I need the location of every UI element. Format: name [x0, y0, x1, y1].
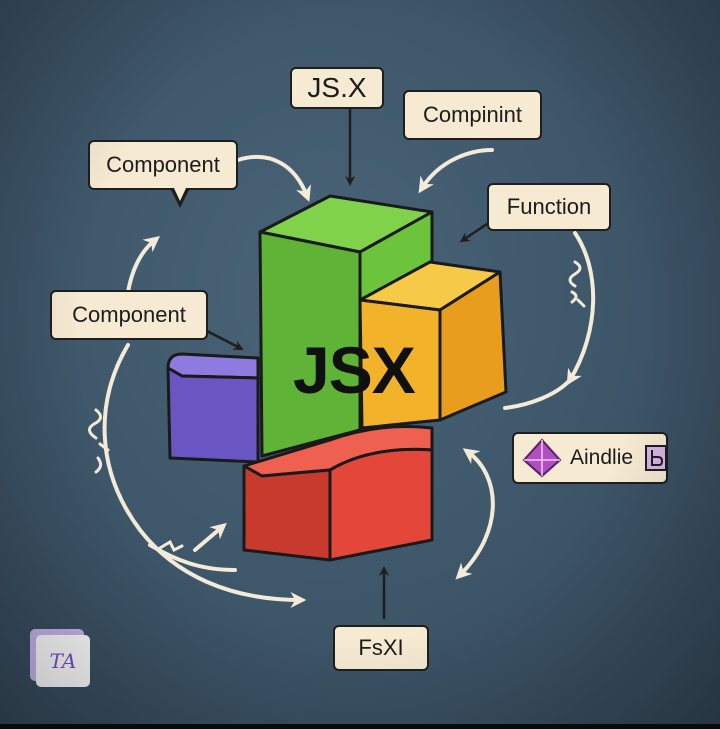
- arrow-bottom-left-inner: [148, 543, 237, 572]
- scribble-bottom-left: [158, 539, 184, 553]
- scribble-left: [88, 408, 110, 474]
- label-component-top: Component: [88, 140, 238, 190]
- label-jsx: JS.X: [290, 67, 384, 109]
- speech-tail-fill: [173, 186, 187, 201]
- bottom-strip: [0, 724, 720, 729]
- arrow-component-left-to-block: [203, 328, 244, 350]
- red-block: [242, 425, 434, 562]
- box-b-icon: [645, 445, 667, 471]
- purple-block: [166, 352, 260, 464]
- arrow-bottom-left-small: [193, 522, 227, 552]
- jsx-block-text: JSX: [293, 333, 416, 407]
- label-function: Function: [487, 183, 611, 231]
- arrow-compinint: [418, 148, 494, 194]
- label-compinint: Compinint: [403, 90, 542, 140]
- arrow-left-loop: [102, 343, 307, 608]
- yellow-block: [358, 260, 508, 430]
- green-block: [258, 194, 434, 458]
- arrow-yellow-right: [503, 380, 570, 410]
- logo-text: TA: [49, 649, 77, 673]
- arrow-left-up: [126, 235, 160, 294]
- arrow-right-loop: [455, 448, 495, 580]
- label-fsxi: FsXI: [333, 625, 429, 671]
- logo-badge: TA: [36, 635, 90, 687]
- arrow-function-curve: [566, 231, 596, 386]
- arrow-component-to-block: [236, 154, 311, 202]
- scribble-right: [568, 260, 586, 308]
- label-component-left: Component: [50, 290, 208, 340]
- diamond-icon: [522, 438, 562, 478]
